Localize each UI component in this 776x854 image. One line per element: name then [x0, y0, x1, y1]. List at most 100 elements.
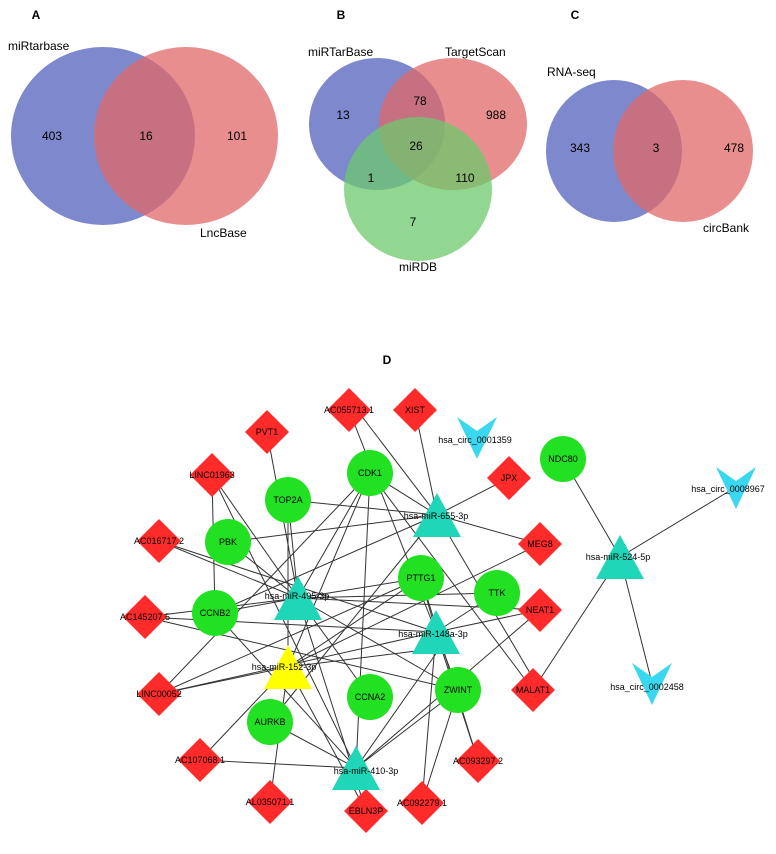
lncrna-node-ac016717-2 — [137, 519, 181, 563]
lncrna-label-jpx: JPX — [501, 473, 518, 483]
venn-b-n13-count: 1 — [368, 171, 375, 185]
panel-label-d: D — [383, 353, 392, 367]
lncrna-node-ac092279-1 — [400, 781, 444, 825]
circrna-label-hsa-circ-0002458: hsa_circ_0002458 — [610, 682, 684, 692]
venn-b-set3-circle — [344, 117, 492, 261]
mirna-label-hsa-mir-410-3p: hsa-miR-410-3p — [334, 766, 399, 776]
network-panel-d: D — [120, 353, 765, 833]
gene-label-ndc80: NDC80 — [548, 454, 578, 464]
gene-node-cdk1 — [347, 450, 393, 496]
venn-panel-a: A miRtarbase LncBase 403 16 101 — [8, 8, 278, 240]
lncrna-label-ac092279-1: AC092279.1 — [397, 798, 447, 808]
gene-label-pttg1: PTTG1 — [406, 573, 435, 583]
venn-c-overlap-count: 3 — [653, 141, 660, 155]
lncrna-node-ac093297-2 — [456, 739, 500, 783]
lncrna-label-ac107068-1: AC107068.1 — [175, 755, 225, 765]
lncrna-node-xist — [393, 388, 437, 432]
venn-b-n123-count: 26 — [409, 139, 423, 153]
lncrna-label-pvt1: PVT1 — [256, 427, 279, 437]
lncrna-label-ac145207-5: AC145207.5 — [120, 612, 170, 622]
mirna-node-hsa-mir-410-3p — [332, 746, 380, 790]
circrna-node-hsa-circ-0008967 — [716, 467, 756, 509]
panel-label-a: A — [32, 8, 41, 22]
venn-b-set1-label: miRTarBase — [308, 45, 373, 59]
lncrna-label-meg8: MEG8 — [527, 539, 553, 549]
lncrna-node-pvt1 — [245, 410, 289, 454]
mirna-label-hsa-mir-148a-3p: hsa-miR-148a-3p — [398, 629, 468, 639]
gene-label-ccna2: CCNA2 — [355, 692, 386, 702]
lncrna-label-ac055713-1: AC055713.1 — [324, 405, 374, 415]
mirna-label-hsa-mir-524-5p: hsa-miR-524-5p — [586, 552, 651, 562]
gene-label-pbk: PBK — [219, 537, 237, 547]
gene-node-pbk — [205, 519, 251, 565]
gene-node-ttk — [474, 570, 520, 616]
lncrna-node-malat1 — [511, 668, 555, 712]
lncrna-node-linc00052 — [137, 672, 181, 716]
mirna-node-hsa-mir-148a-3p — [412, 610, 460, 654]
venn-b-only2-count: 988 — [486, 108, 506, 122]
gene-node-ccnb2 — [192, 590, 238, 636]
mirna-node-hsa-mir-655-3p — [413, 493, 461, 537]
lncrna-label-ac093297-2: AC093297.2 — [453, 756, 503, 766]
venn-b-n23-count: 110 — [455, 171, 474, 185]
gene-label-ccnb2: CCNB2 — [200, 608, 231, 618]
venn-b-set2-label: TargetScan — [445, 45, 506, 59]
circrna-label-hsa-circ-0001359: hsa_circ_0001359 — [438, 435, 512, 445]
gene-node-top2a — [265, 477, 311, 523]
mirna-label-hsa-mir-655-3p: hsa-miR-655-3p — [404, 511, 469, 521]
lncrna-node-ac107068-1 — [178, 738, 222, 782]
lncrna-node-linc01963 — [190, 453, 234, 497]
venn-c-left-label: RNA-seq — [547, 65, 596, 79]
venn-c-right-label: circBank — [703, 221, 750, 235]
lncrna-node-al035071-1 — [248, 780, 292, 824]
lncrna-label-xist: XIST — [405, 405, 426, 415]
gene-node-aurkb — [247, 699, 293, 745]
mirna-node-hsa-mir-495-3p — [274, 576, 322, 620]
lncrna-node-ebln3p — [344, 789, 388, 833]
circrna-node-hsa-circ-0002458 — [632, 663, 672, 705]
gene-node-zwint — [435, 667, 481, 713]
lncrna-label-ac016717-2: AC016717.2 — [134, 536, 184, 546]
lncrna-node-ac145207-5 — [123, 595, 167, 639]
gene-label-ttk: TTK — [489, 588, 506, 598]
gene-label-top2a: TOP2A — [273, 495, 302, 505]
venn-c-right-circle — [613, 80, 753, 222]
venn-a-right-circle — [94, 47, 278, 225]
venn-a-right-count: 101 — [227, 129, 247, 143]
network-nodes: CDK1NDC80TOP2APBKPTTG1TTKCCNB2CCNA2ZWINT… — [120, 388, 765, 833]
venn-b-n12-count: 78 — [413, 94, 427, 108]
venn-b-only1-count: 13 — [336, 108, 350, 122]
lncrna-node-meg8 — [518, 522, 562, 566]
mirna-node-hsa-mir-524-5p — [596, 535, 644, 579]
lncrna-label-neat1: NEAT1 — [526, 605, 554, 615]
gene-label-aurkb: AURKB — [254, 717, 285, 727]
gene-label-zwint: ZWINT — [444, 685, 473, 695]
lncrna-label-linc01963: LINC01963 — [189, 470, 235, 480]
venn-panel-c: C RNA-seq circBank 343 3 478 — [546, 8, 753, 235]
venn-a-left-label: miRtarbase — [8, 39, 70, 53]
lncrna-node-ac055713-1 — [327, 388, 371, 432]
mirna-label-hsa-mir-152-3p: hsa-miR-152-3p — [252, 662, 317, 672]
lncrna-label-al035071-1: AL035071.1 — [246, 797, 295, 807]
mirna-label-hsa-mir-495-3p: hsa-miR-495-3p — [265, 591, 330, 601]
lncrna-node-jpx — [487, 456, 531, 500]
circrna-node-hsa-circ-0001359 — [457, 417, 497, 459]
lncrna-label-malat1: MALAT1 — [516, 685, 550, 695]
venn-a-left-count: 403 — [42, 129, 62, 143]
venn-a-right-label: LncBase — [200, 226, 247, 240]
lncrna-node-neat1 — [518, 588, 562, 632]
gene-node-ccna2 — [347, 674, 393, 720]
venn-c-right-count: 478 — [724, 141, 744, 155]
lncrna-label-ebln3p: EBLN3P — [349, 806, 384, 816]
gene-node-ndc80 — [540, 436, 586, 482]
venn-b-only3-count: 7 — [410, 215, 417, 229]
venn-panel-b: B miRTarBase TargetScan miRDB 13 78 988 … — [308, 8, 527, 274]
venn-a-overlap-count: 16 — [139, 129, 153, 143]
gene-node-pttg1 — [398, 555, 444, 601]
circrna-label-hsa-circ-0008967: hsa_circ_0008967 — [691, 484, 765, 494]
lncrna-label-linc00052: LINC00052 — [136, 689, 182, 699]
panel-label-c: C — [571, 8, 580, 22]
venn-c-left-count: 343 — [570, 141, 590, 155]
panel-label-b: B — [337, 8, 346, 22]
